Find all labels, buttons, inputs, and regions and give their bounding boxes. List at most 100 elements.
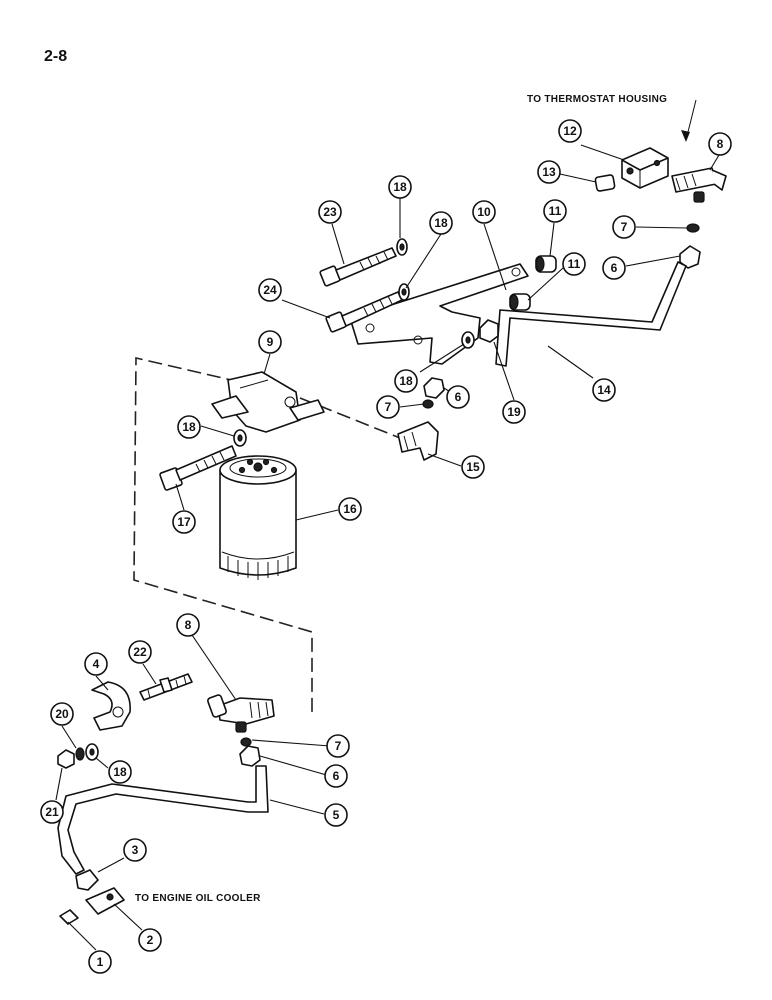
callout-1: 1 — [88, 950, 112, 974]
svg-text:15: 15 — [466, 460, 480, 474]
svg-text:18: 18 — [399, 374, 413, 388]
svg-text:18: 18 — [113, 765, 127, 779]
callout-16: 16 — [338, 497, 362, 521]
callout-18-b: 18 — [429, 211, 453, 235]
svg-text:11: 11 — [549, 204, 562, 218]
part-16-filter — [219, 455, 297, 580]
svg-text:16: 16 — [343, 502, 357, 516]
part-8-valve-bottom — [207, 694, 275, 733]
svg-text:6: 6 — [611, 261, 618, 275]
part-21-nut — [57, 749, 75, 769]
part-5-tube — [57, 765, 269, 875]
part-18-washer-d — [233, 429, 247, 447]
callout-7-middle: 7 — [376, 395, 400, 419]
part-8-valve-top — [671, 167, 727, 203]
callout-11-lower: 11 — [562, 252, 586, 276]
callout-9: 9 — [258, 330, 282, 354]
part-17-bolt — [159, 445, 237, 491]
callout-7-bottom: 7 — [326, 734, 350, 758]
callout-5: 5 — [324, 803, 348, 827]
part-2-connector — [85, 887, 125, 915]
assembly-path-dashed — [133, 356, 313, 712]
callout-7-top: 7 — [612, 215, 636, 239]
part-20-washer — [75, 747, 85, 761]
part-18-washer-c — [461, 331, 475, 349]
callout-22: 22 — [128, 640, 152, 664]
part-14-tube — [495, 261, 687, 367]
page-number: 2-8 — [44, 48, 68, 65]
note-to-engine-oil-cooler: TO ENGINE OIL COOLER — [135, 893, 261, 904]
svg-text:7: 7 — [335, 739, 342, 753]
part-11-spacer-b — [509, 293, 531, 311]
svg-text:22: 22 — [133, 645, 147, 659]
svg-text:24: 24 — [263, 283, 277, 297]
part-18-washer-e — [85, 743, 99, 761]
part-4-clip — [91, 681, 131, 731]
svg-text:18: 18 — [393, 180, 407, 194]
note-to-thermostat-housing: TO THERMOSTAT HOUSING — [527, 94, 668, 105]
callout-15: 15 — [461, 455, 485, 479]
part-7-seal-middle — [422, 399, 434, 409]
callout-17: 17 — [172, 510, 196, 534]
svg-text:13: 13 — [542, 165, 556, 179]
part-11-spacer-a — [535, 255, 557, 273]
svg-text:20: 20 — [55, 707, 69, 721]
svg-text:1: 1 — [97, 955, 104, 969]
callout-6-top: 6 — [602, 256, 626, 280]
callout-8-top: 8 — [708, 132, 732, 156]
callout-20: 20 — [50, 702, 74, 726]
callout-8-bottom: 8 — [176, 613, 200, 637]
svg-text:7: 7 — [621, 220, 628, 234]
callout-18-d: 18 — [177, 415, 201, 439]
svg-text:8: 8 — [717, 137, 724, 151]
part-3-fitting — [75, 869, 99, 891]
callout-11-upper: 11 — [543, 199, 567, 223]
svg-text:9: 9 — [267, 335, 274, 349]
part-19-nut — [479, 319, 499, 343]
part-6-nut-middle — [423, 377, 445, 399]
callout-18-c: 18 — [394, 369, 418, 393]
svg-text:6: 6 — [455, 390, 462, 404]
part-6-nut-bottom — [239, 745, 261, 767]
callout-18-e: 18 — [108, 760, 132, 784]
part-23-bolt — [319, 247, 397, 287]
svg-text:8: 8 — [185, 618, 192, 632]
part-22-stud — [139, 673, 193, 701]
part-10-bracket — [349, 263, 529, 365]
part-7-seal-bottom — [240, 737, 252, 747]
svg-text:21: 21 — [45, 805, 59, 819]
callout-23: 23 — [318, 200, 342, 224]
svg-text:18: 18 — [434, 216, 448, 230]
callout-10: 10 — [472, 200, 496, 224]
leader-lines — [55, 144, 720, 951]
svg-text:12: 12 — [563, 124, 577, 138]
part-9-filter-head — [211, 371, 325, 433]
part-1-plug — [59, 909, 79, 925]
svg-text:7: 7 — [385, 400, 392, 414]
part-7-seal-top — [686, 223, 700, 233]
callout-6-middle: 6 — [446, 385, 470, 409]
callout-13: 13 — [537, 160, 561, 184]
callout-21: 21 — [40, 800, 64, 824]
part-6-nut-top — [679, 245, 701, 269]
part-12-tee-block — [621, 147, 669, 189]
svg-text:10: 10 — [477, 205, 491, 219]
svg-text:5: 5 — [333, 808, 340, 822]
svg-text:19: 19 — [507, 405, 521, 419]
svg-text:3: 3 — [132, 843, 139, 857]
callout-3: 3 — [123, 838, 147, 862]
callout-18-a: 18 — [388, 175, 412, 199]
part-15-elbow — [397, 421, 439, 461]
callout-14: 14 — [592, 378, 616, 402]
callout-6-bottom: 6 — [324, 764, 348, 788]
callout-2: 2 — [138, 928, 162, 952]
callout-19: 19 — [502, 400, 526, 424]
svg-text:14: 14 — [597, 383, 611, 397]
callout-24: 24 — [258, 278, 282, 302]
svg-text:18: 18 — [182, 420, 196, 434]
thermostat-arrow — [681, 99, 697, 142]
part-13-plug — [594, 174, 616, 192]
svg-text:4: 4 — [93, 657, 100, 671]
callout-12: 12 — [558, 119, 582, 143]
